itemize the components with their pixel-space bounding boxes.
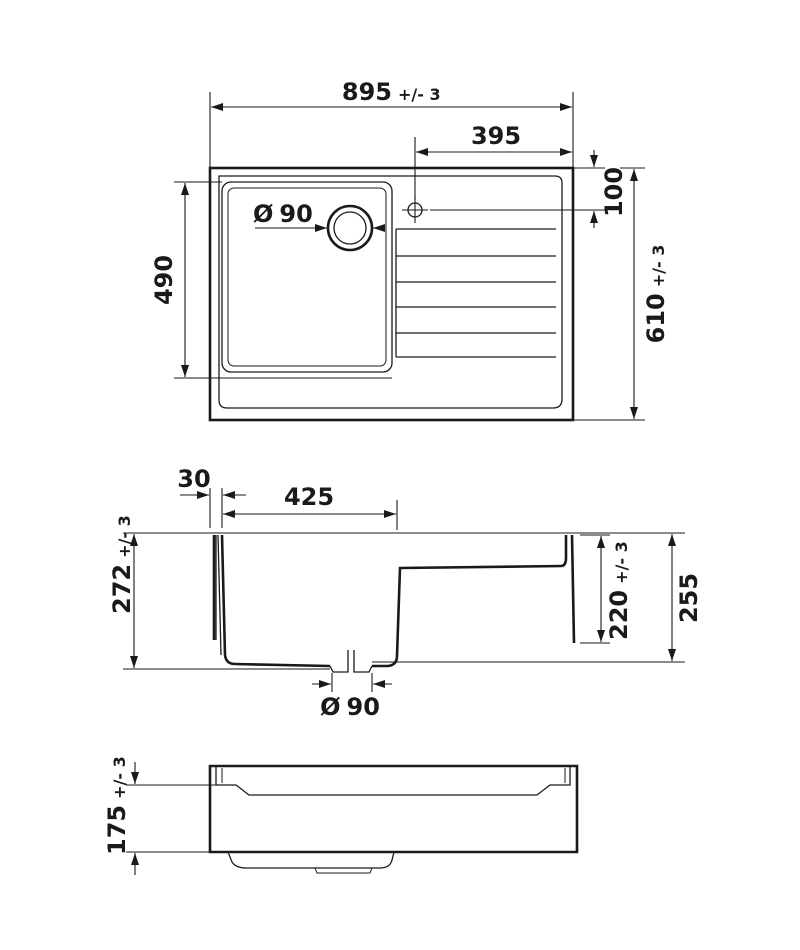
side-top-profile <box>215 766 571 796</box>
rim-offset-value: 30 <box>177 465 210 493</box>
svg-text:895: 895 <box>342 78 392 106</box>
total-height-tolerance: +/- 3 <box>115 515 134 558</box>
sink-outline <box>208 166 575 422</box>
side-bottom-profile <box>227 851 395 869</box>
section-bowl <box>220 534 563 668</box>
drainer-panel <box>218 175 563 409</box>
dimension-tap-from-back: 100 <box>430 150 628 228</box>
dimension-tap-offset: 395 <box>414 122 572 200</box>
dimension-rim-offset: 30 <box>177 465 246 528</box>
width-tolerance: +/- 3 <box>398 85 441 104</box>
side-view: 175 +/- 3 <box>103 756 579 875</box>
dimension-bowl-width: 425 <box>223 483 398 530</box>
svg-text:220+/- 3: 220 +/- 3 <box>605 541 633 640</box>
tap-offset-value: 395 <box>471 122 521 150</box>
side-outline <box>208 764 579 854</box>
dimension-width: 895 +/- 3 <box>209 78 574 168</box>
drain-diameter-symbol-section: Ø <box>320 693 340 721</box>
drainer-height-tolerance: +/- 3 <box>612 541 631 584</box>
dimension-total-height: 272 +/- 3 <box>108 515 574 670</box>
dimension-side-height-view: 175 +/- 3 <box>103 756 216 875</box>
depth-value: 610 <box>642 293 670 343</box>
section-right-wall <box>561 534 576 644</box>
svg-text:175+/- 3: 175 +/- 3 <box>103 756 131 855</box>
dimension-bowl-length: 490 <box>150 181 222 379</box>
depth-tolerance: +/- 3 <box>649 245 668 288</box>
total-height-value: 272 <box>108 564 136 614</box>
side-height-value: 255 <box>675 573 703 623</box>
drain-inner <box>333 211 367 245</box>
drain-diameter-value-section: 90 <box>347 693 380 721</box>
dimension-depth: 610 +/- 3 <box>573 167 670 421</box>
bowl-length-value: 490 <box>150 255 178 305</box>
section-view: 30 425 272 +/- 3 220 +/- 3 <box>108 465 703 721</box>
top-view: 895 +/- 3 395 100 610 +/- 3 <box>150 78 670 422</box>
tap-from-back-value: 100 <box>600 167 628 217</box>
svg-text:Ø90: Ø90 <box>320 693 380 721</box>
bowl-width-value: 425 <box>284 483 334 511</box>
drain-diameter-value-top: 90 <box>279 200 312 228</box>
dimension-drainer-height: 220 +/- 3 <box>580 534 633 644</box>
section-drain-pipe <box>329 650 373 673</box>
svg-text:610+/- 3: 610 +/- 3 <box>642 245 670 344</box>
bowl <box>221 181 393 373</box>
drainer-grooves <box>395 228 556 358</box>
drainer-height-value: 220 <box>605 590 633 640</box>
svg-text:272+/- 3: 272 +/- 3 <box>108 515 136 614</box>
drain-diameter-symbol-top: Ø <box>253 200 273 228</box>
width-value: 895 <box>342 78 392 106</box>
dimension-side-height: 255 <box>372 532 703 663</box>
svg-text:Ø90: Ø90 <box>253 200 313 228</box>
side-height-view-value: 175 <box>103 805 131 855</box>
drain-outer <box>326 204 374 252</box>
bowl-inner <box>227 187 387 367</box>
side-height-view-tolerance: +/- 3 <box>110 756 129 799</box>
